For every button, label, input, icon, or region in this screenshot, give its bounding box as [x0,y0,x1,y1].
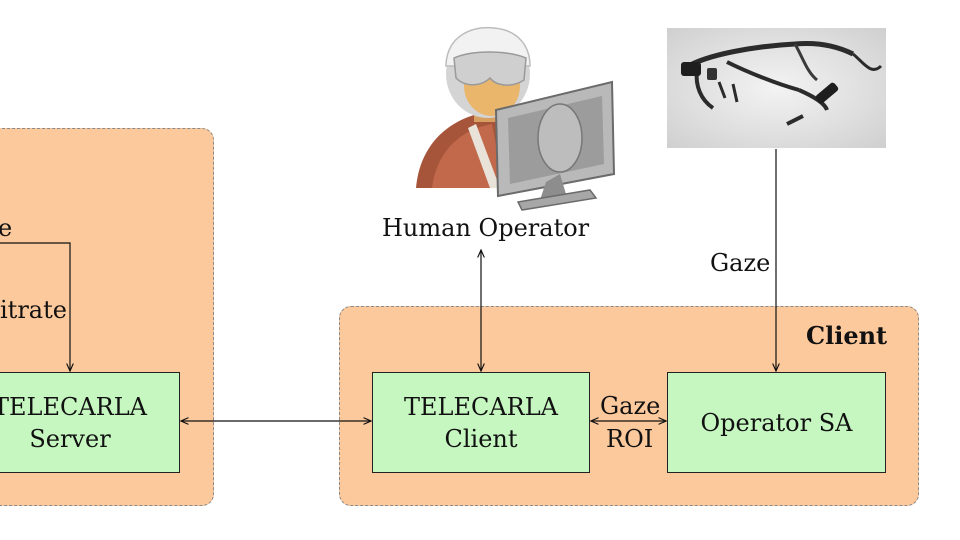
server-input-label-fragment: e [0,214,13,242]
server-input-connector [0,242,70,371]
telecarla-server-line1: TELECARLA [0,392,148,421]
human-operator-label: Human Operator [382,214,590,242]
eye-tracker-gaze-label: Gaze [710,249,771,277]
bitrate-label-fragment: itrate [0,296,67,324]
telecarla-client-line2: Client [444,424,518,453]
operator-sa-box: Operator SA [667,372,886,473]
telecarla-server-line2: Server [29,424,111,453]
glasses-icon [681,41,883,126]
telecarla-client-box: TELECARLA Client [372,372,590,473]
roi-edge-label: ROI [606,425,654,453]
telecarla-client-line1: TELECARLA [403,392,559,421]
human-operator-at-monitor-icon [416,26,616,211]
eye-tracking-glasses-photo [667,28,886,148]
operator-sa-label: Operator SA [700,408,853,437]
gaze-edge-label: Gaze [600,392,661,420]
client-region-title: Client [806,321,888,350]
telecarla-server-box: TELECARLA Server [0,372,180,473]
